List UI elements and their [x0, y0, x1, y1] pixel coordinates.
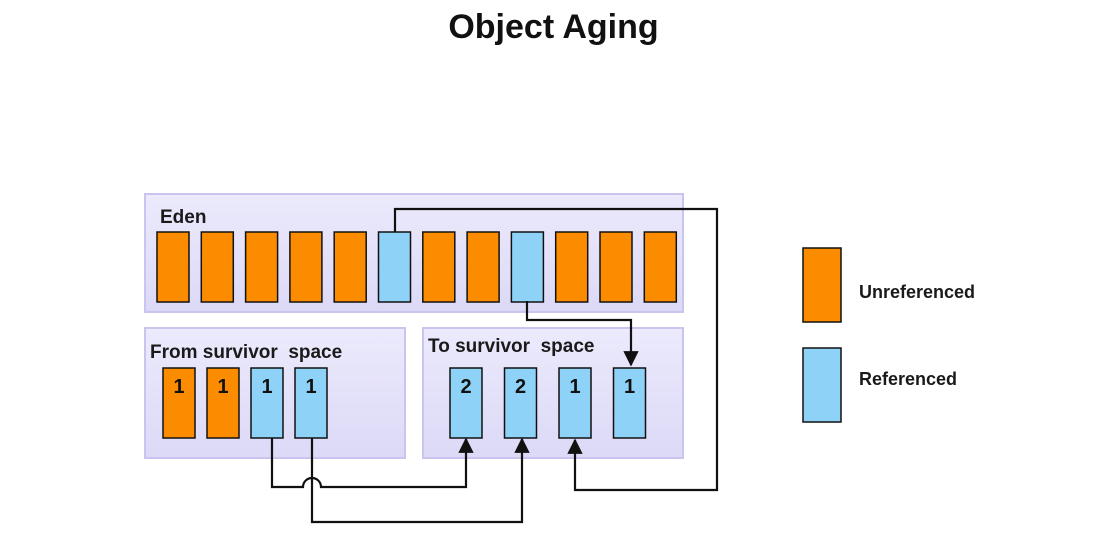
- eden-object-7: [422, 231, 456, 303]
- from-survivor-object-1-age: 1: [173, 376, 184, 398]
- eden-object-6: [377, 231, 412, 303]
- legend-unreferenced-swatch: [802, 247, 842, 323]
- diagram-title: Object Aging: [448, 8, 659, 46]
- eden-object-10: [554, 231, 589, 303]
- eden-region: [144, 193, 684, 313]
- eden-label: Eden: [160, 207, 206, 228]
- legend-unreferenced-label: Unreferenced: [859, 282, 975, 302]
- from-survivor-object-3: [250, 367, 284, 439]
- eden-object-5: [333, 231, 367, 303]
- to-survivor-object-1: [449, 367, 483, 439]
- eden-object-9-to-tospace-4-arrow: [525, 301, 639, 367]
- eden-object-2: [200, 231, 235, 303]
- legend-referenced-swatch: [802, 347, 842, 423]
- eden-object-1: [156, 231, 190, 303]
- eden-object-3: [244, 231, 279, 303]
- eden-object-11: [599, 231, 633, 303]
- connectors: [270, 207, 719, 524]
- legend-referenced-label: Referenced: [859, 369, 957, 389]
- to-survivor-objects: 2 2 1 1: [449, 367, 647, 439]
- to-survivor-object-3-age: 1: [569, 376, 580, 398]
- eden-object-12: [643, 231, 678, 303]
- from-survivor-object-2: [206, 367, 240, 439]
- to-survivor-object-3: [558, 367, 592, 439]
- eden-object-8: [466, 231, 500, 303]
- fromspace-4-to-tospace-2-arrow: [310, 437, 530, 524]
- from-survivor-object-3-age: 1: [261, 376, 272, 398]
- to-survivor-label: To survivor space: [428, 336, 595, 357]
- from-survivor-object-1: [162, 367, 196, 439]
- to-survivor-object-4-age: 1: [624, 376, 635, 398]
- legend: Unreferenced Referenced: [802, 247, 975, 423]
- from-survivor-object-4-age: 1: [305, 376, 316, 398]
- to-survivor-object-2-age: 2: [515, 376, 526, 398]
- eden-object-6-to-tospace-3-arrow: [393, 207, 719, 492]
- from-survivor-label: From survivor space: [150, 342, 342, 363]
- to-survivor-object-1-age: 2: [460, 376, 471, 398]
- eden-object-4: [289, 231, 323, 303]
- to-survivor-object-4: [612, 367, 647, 439]
- eden-objects: [156, 231, 678, 303]
- from-survivor-object-4: [294, 367, 328, 439]
- from-survivor-objects: 1 1 1 1: [162, 367, 328, 439]
- from-survivor-object-2-age: 1: [217, 376, 228, 398]
- eden-object-9: [510, 231, 545, 303]
